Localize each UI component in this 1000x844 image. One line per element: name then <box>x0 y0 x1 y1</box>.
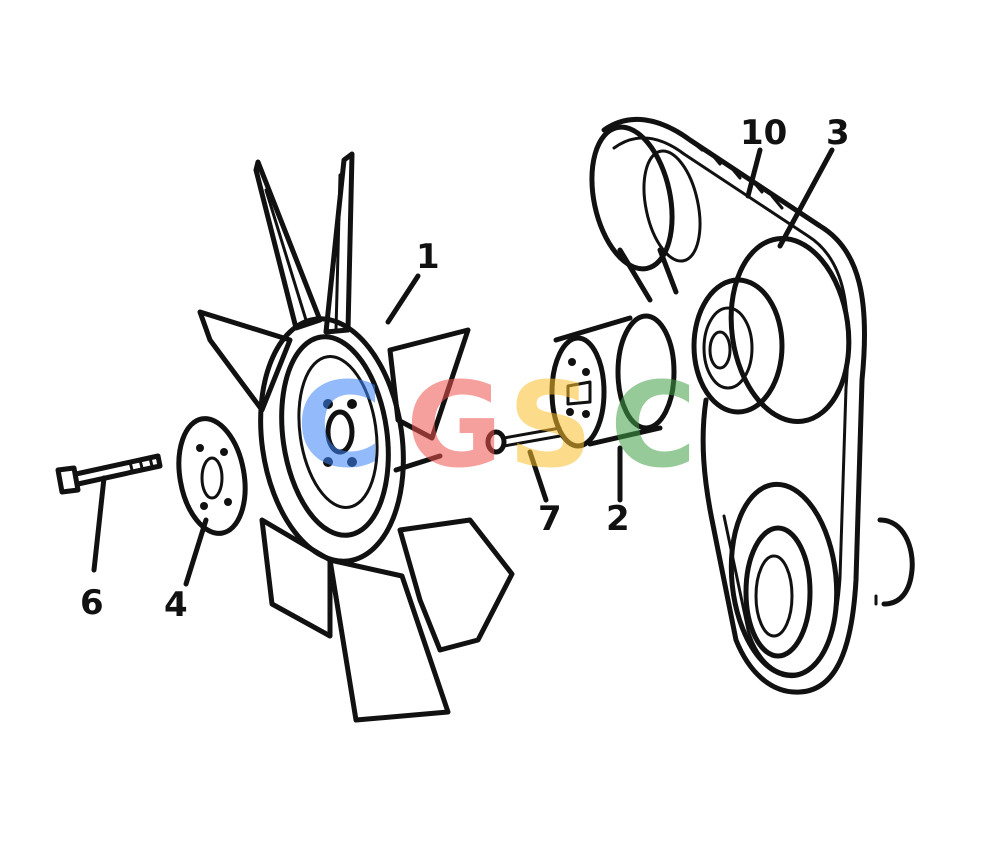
callout-2: 2 <box>606 499 630 539</box>
watermark-letter-c2: C <box>610 356 697 494</box>
leader-10 <box>745 147 763 199</box>
pin <box>485 426 562 455</box>
leader-7 <box>527 449 549 503</box>
callout-7: 7 <box>538 499 562 539</box>
leader-4 <box>183 517 209 587</box>
leader-6 <box>91 475 107 573</box>
callout-6: 6 <box>80 583 104 623</box>
fan-blade-assembly <box>197 151 515 723</box>
belt-and-pulleys <box>589 116 915 695</box>
callout-10: 10 <box>740 113 787 153</box>
leader-lines <box>91 147 835 587</box>
fan-hub <box>549 313 677 449</box>
watermark-letter-g: G <box>406 356 503 494</box>
watermark-letter-c1: C <box>296 356 383 494</box>
callout-1: 1 <box>416 237 440 277</box>
leader-3 <box>777 147 835 249</box>
callout-labels: 1 2 3 4 6 7 10 <box>80 113 850 625</box>
spacer-plate <box>176 416 248 536</box>
watermark-logo: C G S C <box>296 356 697 494</box>
callout-3: 3 <box>826 113 850 153</box>
leader-1 <box>385 273 421 325</box>
watermark-letter-s: S <box>508 356 593 494</box>
bolt <box>55 453 163 495</box>
callout-4: 4 <box>164 585 188 625</box>
